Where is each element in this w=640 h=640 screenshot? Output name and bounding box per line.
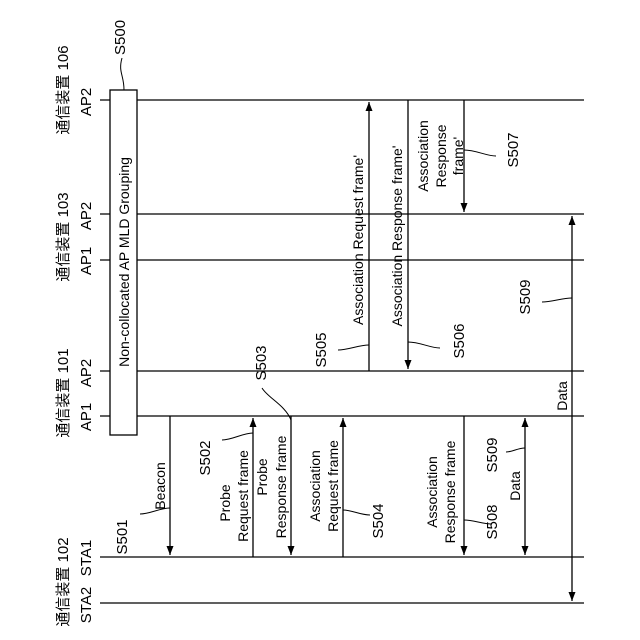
grouping-step-leader [121, 58, 124, 90]
data-long-label: Data [554, 381, 570, 411]
association-response-label-2: Response frame [442, 440, 458, 543]
step-s509-short: S509 [484, 437, 501, 472]
association-request-label-2: Request frame [325, 440, 341, 532]
step-s502: S502 [197, 440, 214, 475]
device-102-sta1: STA1 [78, 540, 95, 576]
leader-s504 [343, 510, 370, 515]
beacon-label: Beacon [152, 462, 168, 509]
grouping-step-label: S500 [112, 20, 129, 55]
device-103-ap2: AP2 [78, 202, 95, 230]
probe-response-label-1: Probe [254, 458, 270, 496]
leader-s505 [338, 345, 369, 350]
association-request-prime-label: Association Request frame' [350, 155, 366, 325]
device-101-ap2: AP2 [78, 359, 95, 387]
step-s501: S501 [114, 519, 131, 554]
step-s509-long: S509 [517, 279, 534, 314]
step-s507: S507 [505, 132, 522, 167]
leader-s507 [464, 150, 496, 156]
device-101-name: 通信装置 101 [55, 348, 72, 437]
step-s503: S503 [253, 345, 270, 380]
device-103-name: 通信装置 103 [55, 192, 72, 281]
leader-s502 [222, 433, 253, 440]
grouping-label: Non-collocated AP MLD Grouping [116, 157, 132, 367]
step-s508: S508 [484, 504, 501, 539]
probe-response-label-2: Response frame [273, 435, 289, 538]
device-106-name: 通信装置 106 [55, 45, 72, 134]
step-s506: S506 [451, 323, 468, 358]
device-106-ap2: AP2 [78, 88, 95, 116]
leader-s509-long [542, 298, 572, 302]
step-s504: S504 [370, 503, 387, 538]
device-103-ap1: AP1 [78, 247, 95, 275]
device-102-sta2: STA2 [78, 587, 95, 623]
leader-s509-short [506, 448, 525, 452]
step-s505: S505 [313, 332, 330, 367]
association-request-label-1: Association [307, 450, 323, 522]
leader-s506 [408, 342, 440, 348]
association-response-prime-2-label-1: Association [415, 120, 431, 192]
association-response-prime-2-label-2: Response [433, 124, 449, 187]
device-101-ap1: AP1 [78, 403, 95, 431]
probe-request-label-1: Probe [217, 484, 233, 522]
association-response-label-1: Association [424, 456, 440, 528]
association-response-prime-2-label-3: frame' [450, 137, 466, 175]
device-102-name: 通信装置 102 [55, 537, 72, 626]
data-short-label: Data [507, 471, 523, 501]
leader-s503 [262, 388, 291, 420]
probe-request-label-2: Request frame [235, 450, 251, 542]
association-response-prime-label: Association Response frame' [389, 146, 405, 327]
